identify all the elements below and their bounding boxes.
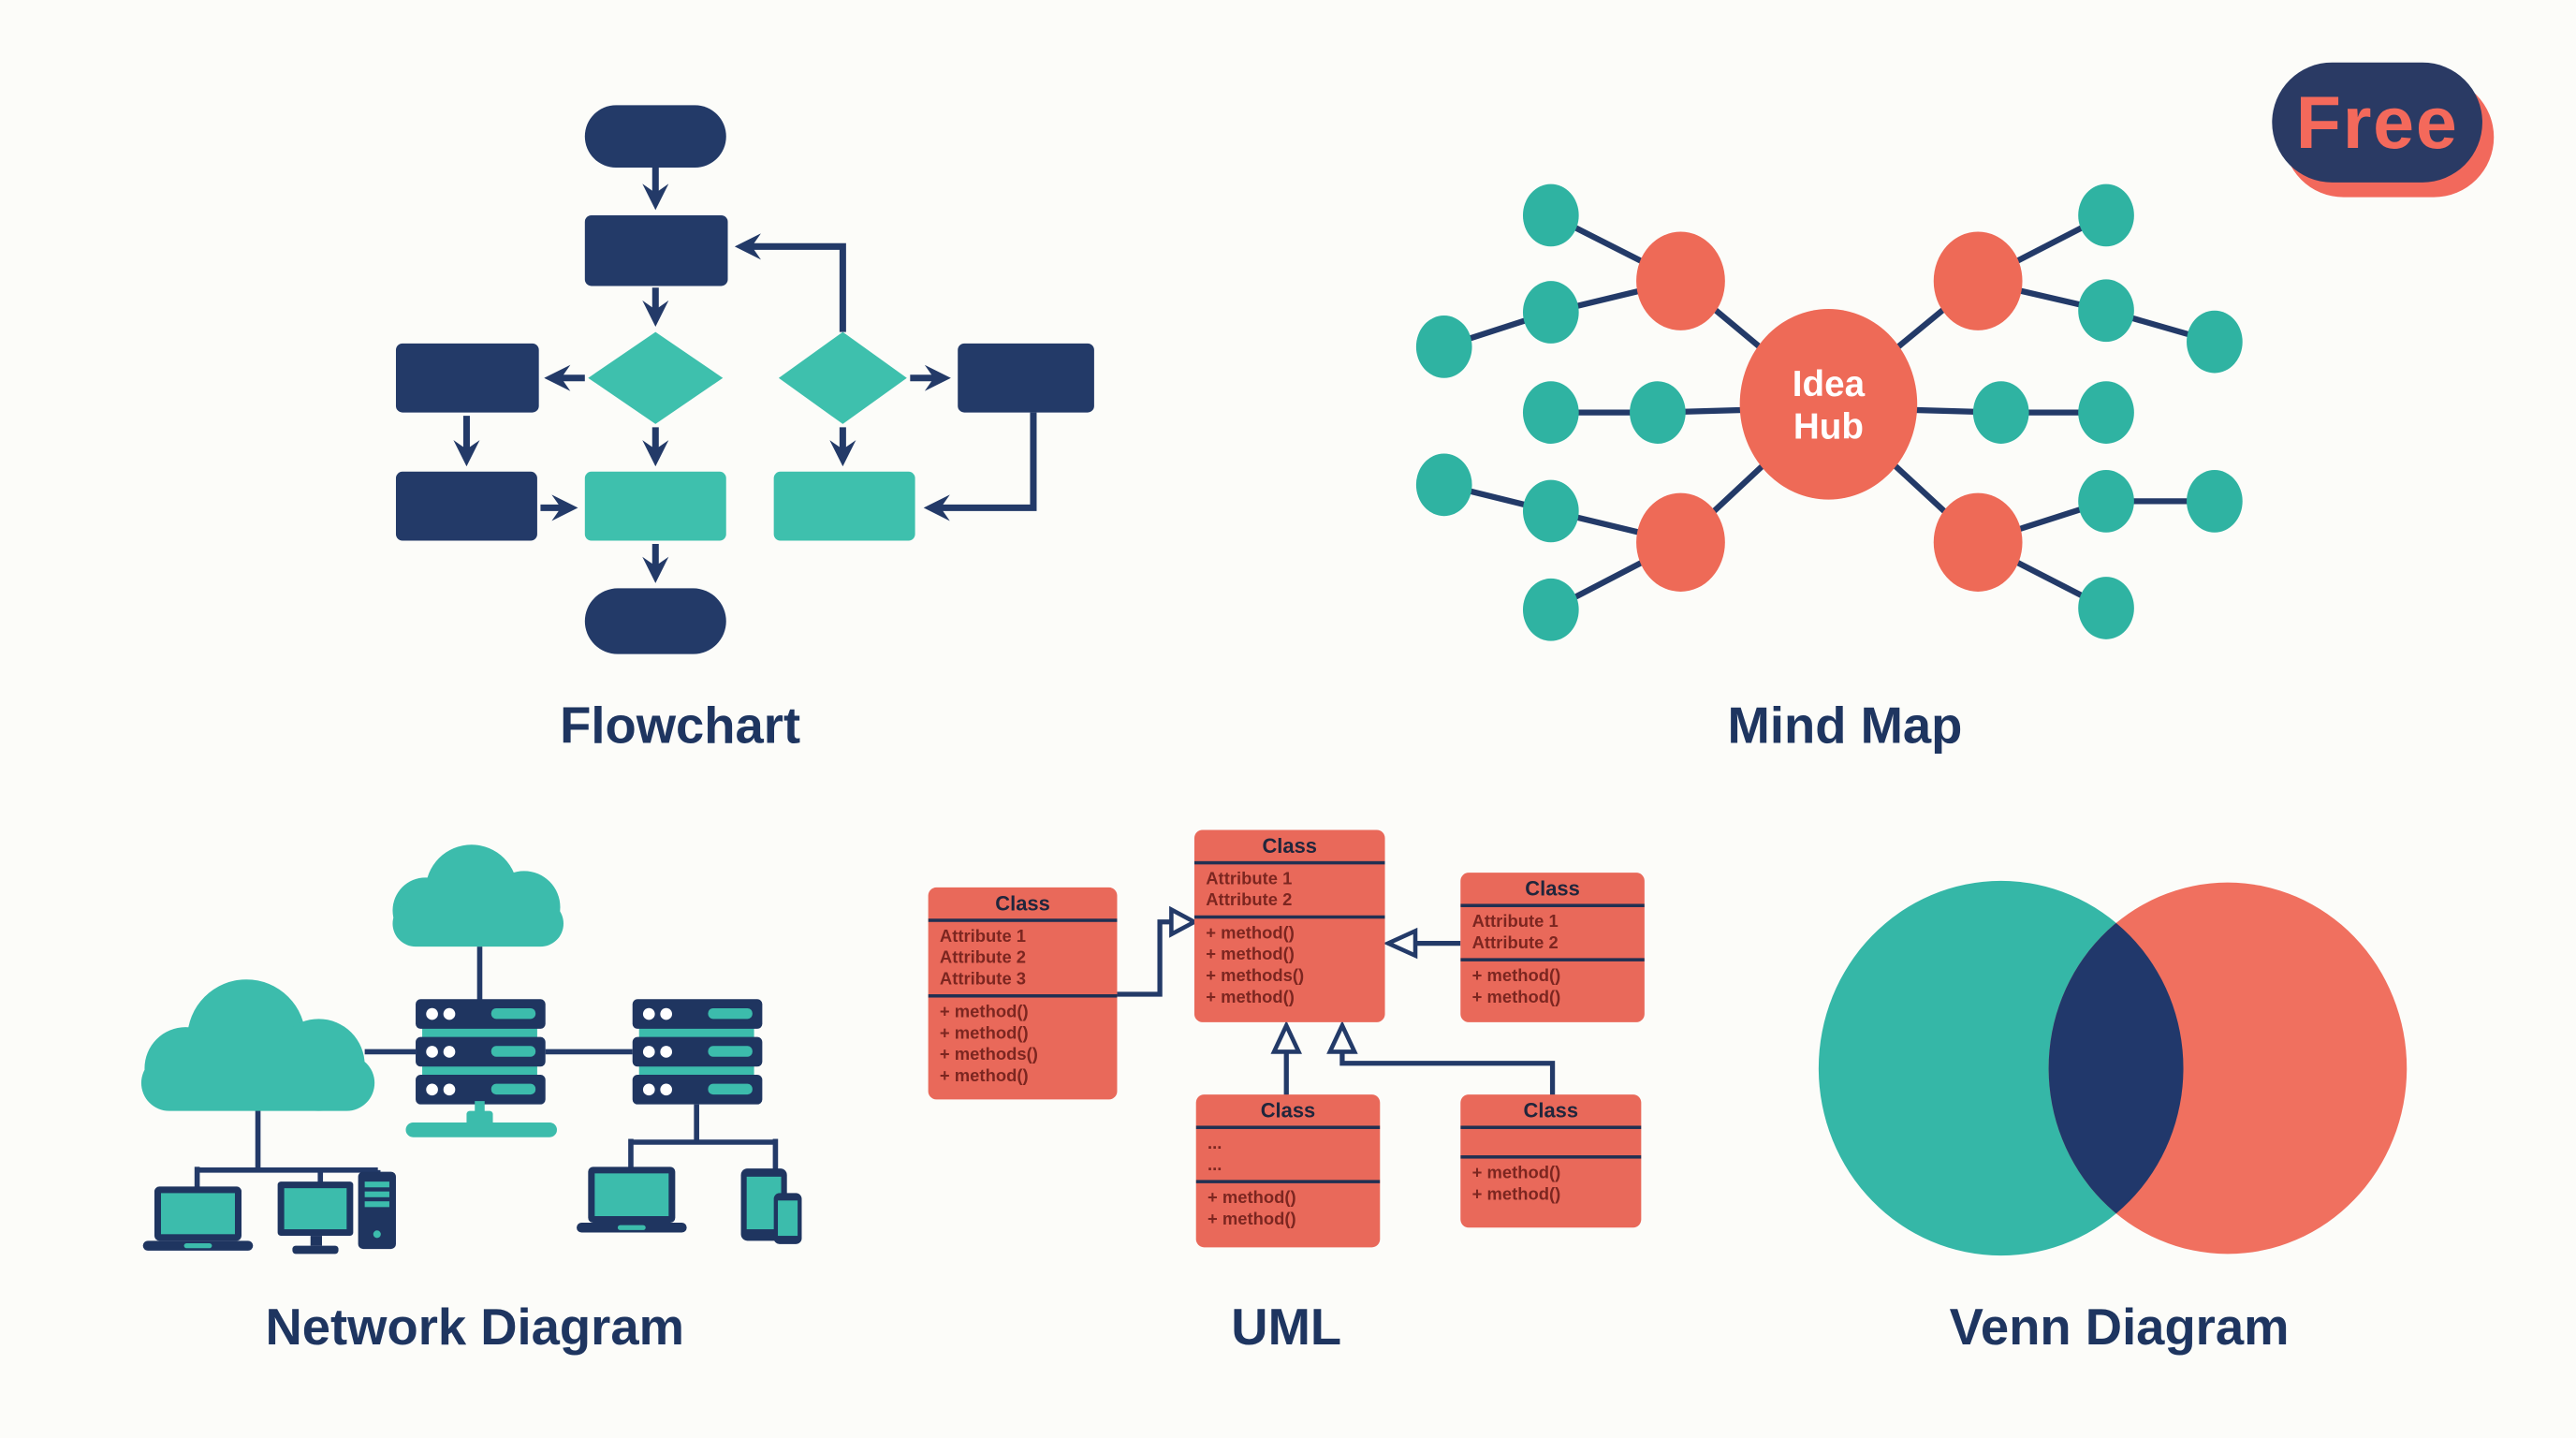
uml-label: UML (1231, 1298, 1342, 1357)
cloud-icon-left (140, 979, 375, 1111)
mindmap-branch-nodes (1636, 231, 2023, 592)
laptop-icon-right (577, 1167, 687, 1233)
venn-diagram-label: Venn Diagram (1949, 1298, 2290, 1357)
flowchart-process-right (958, 343, 1094, 413)
uml-connectors (1117, 905, 1556, 1096)
mindmap-leaf-nodes (1415, 183, 2243, 641)
flowchart-graphic (395, 105, 1094, 654)
mind-map-label: Mind Map (1727, 697, 1963, 755)
desktop-monitor-icon (277, 1181, 354, 1255)
flowchart-arrows (453, 164, 1037, 583)
uml-attributes-section: ... ... (1195, 1129, 1381, 1183)
uml-class-title: Class (1193, 829, 1385, 865)
uml-class-title: Class (1195, 1094, 1381, 1129)
uml-class-title: Class (1460, 1094, 1642, 1129)
uml-inheritance-arrowheads (1169, 905, 1418, 1054)
network-switch-icon (405, 1101, 557, 1137)
uml-class-title: Class (928, 888, 1118, 922)
uml-class-bottom-right: Class + method() + method() (1460, 1094, 1642, 1228)
uml-class-left: Class Attribute 1 Attribute 2 Attribute … (928, 887, 1118, 1100)
flowchart-decision-left (588, 331, 724, 424)
uml-class-bottom-left: Class ... ... + method() + method() (1195, 1094, 1381, 1248)
server-stack-icon-2 (632, 999, 763, 1105)
uml-attributes-section: Attribute 1 Attribute 2 Attribute 3 (928, 922, 1118, 998)
network-diagram-label: Network Diagram (265, 1298, 684, 1357)
flowchart-process-left (395, 343, 539, 413)
flowchart-start-terminator (584, 105, 726, 169)
venn-graphic (1818, 880, 2408, 1256)
uml-methods-section: + method() + method() + methods() + meth… (1206, 923, 1305, 1008)
uml-methods-section: + method() + method() (1471, 1163, 1561, 1205)
mindmap-graphic (1415, 183, 2243, 641)
flowchart-process-bottom-left (395, 471, 537, 541)
server-stack-icon-1 (416, 999, 546, 1105)
smartphone-icon (773, 1193, 802, 1244)
pc-tower-icon (358, 1171, 396, 1250)
uml-class-title: Class (1460, 873, 1645, 907)
uml-methods-section: + method() + method() (1207, 1188, 1296, 1230)
uml-class-center: Class Attribute 1 Attribute 2 + method()… (1193, 829, 1385, 1022)
free-badge: Free (2272, 62, 2482, 183)
network-links (194, 946, 779, 1190)
uml-attributes-section: Attribute 1 Attribute 2 (1193, 864, 1385, 919)
uml-attributes-section (1460, 1129, 1642, 1159)
free-badge-label: Free (2295, 80, 2459, 164)
venn-overlap (2048, 882, 2184, 1255)
laptop-icon-left (142, 1186, 254, 1251)
mindmap-hub-label: Idea Hub (1792, 362, 1866, 448)
flowchart-process-teal-2 (773, 471, 915, 541)
uml-class-right: Class Attribute 1 Attribute 2 + method()… (1460, 873, 1645, 1022)
network-graphic (140, 844, 802, 1255)
mindmap-hub-node (1739, 309, 1918, 500)
flowchart-end-terminator (584, 588, 726, 654)
flowchart-label: Flowchart (560, 697, 801, 755)
uml-methods-section: + method() + method() (1471, 966, 1561, 1008)
uml-attributes-section: Attribute 1 Attribute 2 (1460, 907, 1645, 961)
flowchart-nodes (395, 105, 1094, 654)
flowchart-decision-right (778, 331, 907, 424)
flowchart-process-teal-1 (584, 471, 726, 541)
uml-methods-section: + method() + method() + methods() + meth… (939, 1002, 1038, 1087)
flowchart-process-top (584, 214, 728, 286)
cloud-icon-top (392, 844, 564, 947)
